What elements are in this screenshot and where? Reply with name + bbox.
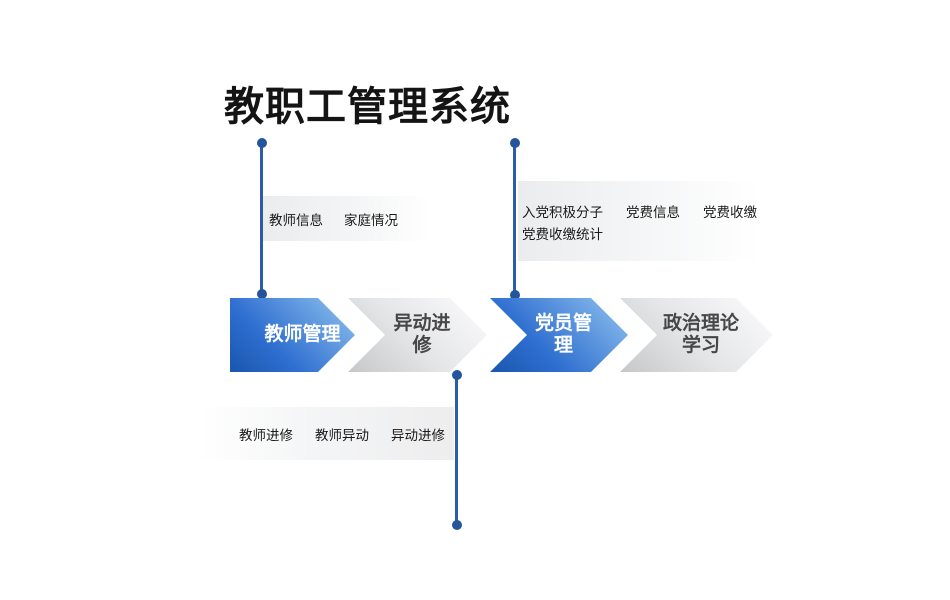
callout-row: 党费收缴统计 [522,224,603,246]
flow-step-party-management: 党员管理 [490,298,628,372]
connector-dot [510,290,520,300]
flow-step-label: 党员管理 [534,313,592,356]
callout-party-info: 入党积极分子 党费信息 党费收缴 党费收缴统计 [518,181,774,261]
flow-step-label: 学习 [681,335,720,356]
callout-transfer-info: 教师进修 教师异动 异动进修 [198,407,454,460]
connector-line-party [513,143,516,295]
callout-item: 教师进修 [239,427,293,443]
flow-step-label: 异动进修 [393,313,451,356]
callout-item: 教师信息 [269,212,323,228]
connector-line-transfer [455,375,458,525]
callout-item: 教师异动 [315,427,369,443]
connector-dot [510,138,520,148]
callout-item: 党费收缴 [703,205,757,220]
callout-item: 入党积极分子 [522,205,603,220]
callout-item: 党费收缴统计 [522,227,603,242]
connector-dot [452,370,462,380]
connector-line-teacher [260,143,263,294]
callout-row: 入党积极分子 党费信息 党费收缴 [522,202,757,224]
callout-teacher-info: 教师信息 家庭情况 [263,196,431,241]
flow-step-political-theory: 政治理论 学习 [620,298,773,372]
flow-step-label: 政治理论 [662,313,739,334]
connector-dot [257,289,267,299]
flow-step-label: 教师管理 [264,324,341,345]
callout-item: 异动进修 [391,427,445,443]
callout-item: 家庭情况 [344,212,398,228]
connector-dot [452,520,462,530]
connector-dot [257,138,267,148]
flow-step-transfer-training: 异动进修 [348,298,487,372]
callout-item: 党费信息 [626,205,680,220]
flow-step-teacher-management: 教师管理 [230,298,355,372]
page-title: 教职工管理系统 [224,85,511,129]
